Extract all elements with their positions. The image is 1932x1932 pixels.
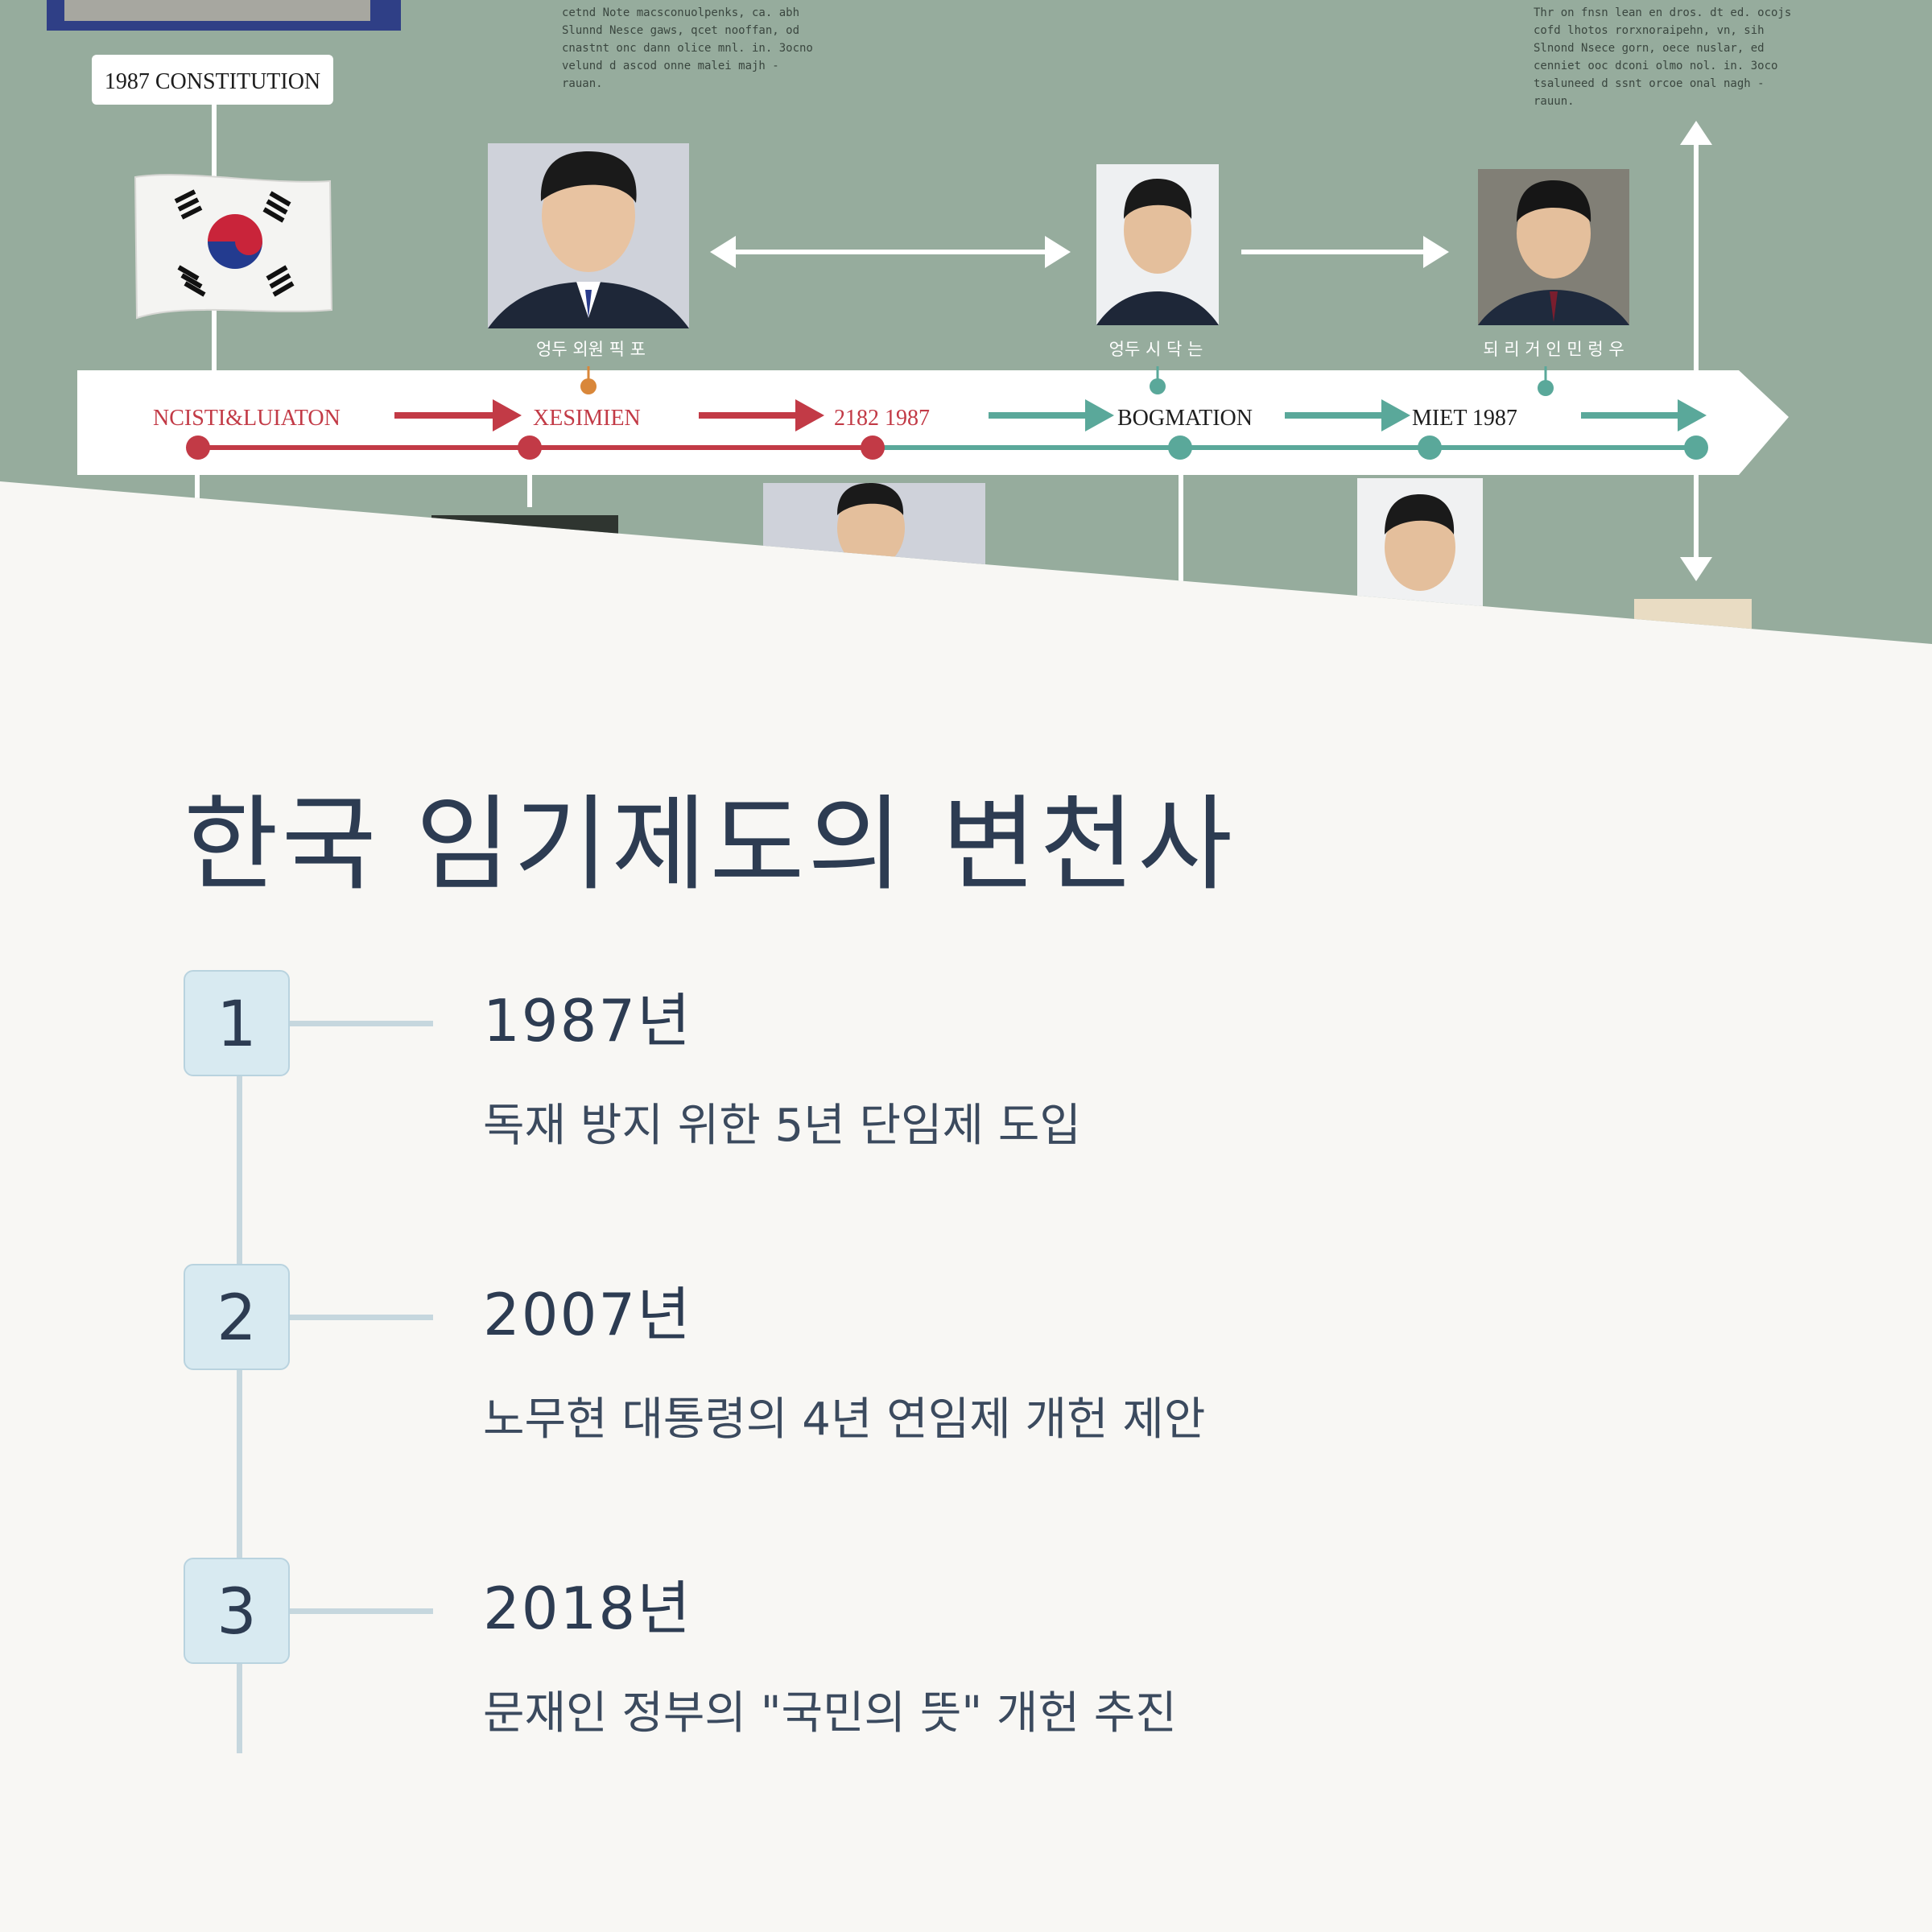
portrait-1 [488,143,689,328]
svg-text:cenniet ooc dconi olmo nol. in: cenniet ooc dconi olmo nol. in. 3oco [1534,60,1777,72]
svg-text:velund d ascod onne malei majh: velund d ascod onne malei majh - [562,60,779,72]
timeline-label-2: XESIMIEN [533,406,641,431]
caption-label: 1987 CONSTITUTION [105,69,320,94]
korean-flag [134,174,333,320]
portrait-2 [1096,164,1219,325]
banner-arrows [394,399,1707,431]
timeline-label-1: NCISTI&LUIATON [153,406,341,431]
svg-text:Thr on fnsn lean en dros. dt e: Thr on fnsn lean en dros. dt ed. ocojs [1534,6,1791,19]
fine-print-left: cetnd Note macsconuolpenks, ca. abh Slun… [562,6,813,90]
step-description: 노무현 대통령의 4년 연임제 개헌 제안 [483,1393,1206,1446]
portrait-caption-3: 되 리 거 인 민 렁 우 [1483,340,1624,359]
portrait-caption-1: 엉두 외원 픽 포 [536,340,646,359]
step-number-badge: 2 [184,1264,290,1370]
step-connector [290,1608,433,1614]
page-title: 한국 임기제도의 변천사 [184,785,1236,905]
timeline-item: 1 1987년 독재 방지 위한 5년 단임제 도입 [0,970,1932,1152]
portrait-3 [1478,169,1629,325]
timeline-item: 2 2007년 노무현 대통령의 4년 연임제 개헌 제안 [0,1264,1932,1446]
banner-pins [580,366,1554,396]
timeline-spine [237,1038,242,1753]
svg-text:rauun.: rauun. [1534,95,1575,108]
fine-print-right: Thr on fnsn lean en dros. dt ed. ocojs c… [1534,6,1791,108]
hero-illustration: 1987 CONSTITUTION cetnd Note macsconuolp… [0,0,1932,644]
svg-text:rauan.: rauan. [562,77,603,90]
svg-text:Slunnd Nesce gaws, qcet nooffa: Slunnd Nesce gaws, qcet nooffan, od [562,24,799,37]
step-year: 2018년 [483,1575,692,1642]
step-description: 문재인 정부의 "국민의 뜻" 개헌 추진 [483,1687,1177,1740]
svg-text:Slnond Nsece gorn, oece nuslar: Slnond Nsece gorn, oece nuslar, ed [1534,42,1765,55]
timeline-label-4: BOGMATION [1117,406,1253,431]
step-connector [290,1315,433,1320]
svg-text:cetnd Note macsconuolpenks, ca: cetnd Note macsconuolpenks, ca. abh [562,6,799,19]
step-number-badge: 3 [184,1558,290,1664]
portrait-arrows [710,121,1712,581]
portrait-caption-2: 엉두 시 닥 는 [1109,340,1203,359]
node-line [186,436,1708,460]
timeline-label-3: 2182 1987 [834,406,930,431]
svg-text:cofd lhotos rorxnoraipehn, vn,: cofd lhotos rorxnoraipehn, vn, sih [1534,24,1765,37]
svg-text:tsaluneed d ssnt orcoe onal na: tsaluneed d ssnt orcoe onal nagh - [1534,77,1765,90]
step-connector [290,1021,433,1026]
timeline-label-5: MIET 1987 [1412,406,1517,431]
step-year: 2007년 [483,1281,692,1348]
svg-text:cnastnt onc dann olice mnl. in: cnastnt onc dann olice mnl. in. 3ocno [562,42,813,55]
step-year: 1987년 [483,987,692,1055]
timeline-item: 3 2018년 문재인 정부의 "국민의 뜻" 개헌 추진 [0,1558,1932,1740]
step-number-badge: 1 [184,970,290,1076]
step-description: 독재 방지 위한 5년 단임제 도입 [483,1100,1081,1152]
